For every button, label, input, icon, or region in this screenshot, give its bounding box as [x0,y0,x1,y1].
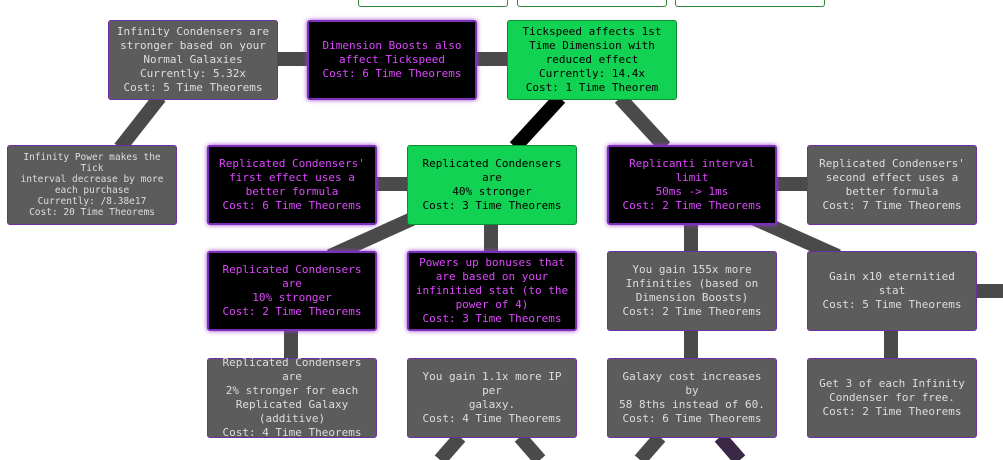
study-text-line: Time Dimension with [529,39,655,52]
study-text-line: second effect uses a [825,171,959,184]
connector [634,432,666,460]
study-text-line: Replicated Condensers are [422,157,562,184]
study-text-line: Replicated Condensers are [222,356,362,383]
study-text-line: Gain x10 eternitied stat [829,270,955,297]
study-text-line: Infinities (based on [625,277,759,290]
study-text-line: Cost: 2 Time Theorems [822,405,962,418]
study-text-line: Cost: 1 Time Theorem [525,81,659,94]
top-tab-middle[interactable] [517,0,667,7]
study-text-line: Cost: 6 Time Theorems [222,199,362,212]
connector [752,212,841,263]
connector-bought [509,93,566,152]
study-text-line: Cost: 5 Time Theorems [123,81,263,94]
study-text-line: Cost: 4 Time Theorems [422,412,562,425]
study-text-line: Cost: 2 Time Theorems [622,305,762,318]
study-text-line: Cost: 20 Time Theorems [29,207,155,218]
connector [434,432,466,460]
connector [714,432,746,460]
study-text-line: Condenser for free. [829,391,955,404]
study-text-line: Infinity Power makes the Tick [23,152,161,174]
time-study-replicated-condensers-first-effect[interactable]: Replicated Condensers'first effect uses … [207,145,377,225]
study-text-line: Currently: 5.32x [140,67,246,80]
study-text-line: Tickspeed affects 1st [522,25,662,38]
study-text-line: Dimension Boosts) [635,291,749,304]
study-text-line: You gain 155x more [632,263,752,276]
study-text-line: (additive) [258,412,326,425]
study-text-line: 2% stronger for each [225,384,359,397]
study-text-line: affect Tickspeed [339,53,445,66]
study-text-line: Currently: /8.38e17 [37,196,147,207]
study-text-line: Dimension Boosts also [322,39,462,52]
study-text-line: 50ms -> 1ms [655,185,729,198]
study-text-line: Replicated Condensers are [222,263,362,290]
study-text-line: Infinity Condensers are [116,25,270,38]
study-text-line: Cost: 6 Time Theorems [322,67,462,80]
study-text-line: infinitied stat (to the [415,284,569,297]
study-text-line: Replicated Condensers' [819,157,965,170]
study-text-line: Cost: 2 Time Theorems [222,305,362,318]
top-tab-right[interactable] [675,0,825,7]
study-text-line: Cost: 2 Time Theorems [622,199,762,212]
study-text-line: Cost: 7 Time Theorems [822,199,962,212]
study-text-line: interval decrease by more [20,174,164,185]
study-text-line: You gain 1.1x more IP per [422,370,562,397]
study-text-line: each purchase [54,185,130,196]
study-text-line: Currently: 14.4x [539,67,645,80]
study-text-line: Powers up bonuses that [419,256,565,269]
study-text-line: are based on your [435,270,549,283]
study-text-line: galaxy. [468,398,516,411]
study-text-line: Normal Galaxies [143,53,243,66]
study-text-line: Cost: 3 Time Theorems [422,312,562,325]
study-text-line: Cost: 3 Time Theorems [422,199,562,212]
time-study-replicated-condensers-second-effect[interactable]: Replicated Condensers'second effect uses… [807,145,977,225]
study-text-line: Cost: 6 Time Theorems [622,412,762,425]
study-text-line: Replicated Galaxy [235,398,349,411]
study-text-line: 40% stronger [452,185,532,198]
connector [614,93,671,152]
connector [114,92,166,153]
study-text-line: Cost: 5 Time Theorems [822,298,962,311]
study-text-line: Get 3 of each Infinity [819,377,965,390]
study-text-line: reduced effect [545,53,639,66]
study-text-line: first effect uses a [229,171,355,184]
study-text-line: 10% stronger [252,291,332,304]
study-text-line: stronger based on your [120,39,266,52]
top-tab-left[interactable] [358,0,508,7]
study-text-line: Galaxy cost increases by [622,370,762,397]
study-text-line: Replicated Condensers' [219,157,365,170]
study-text-line: better formula [845,185,939,198]
study-text-line: power of 4) [455,298,529,311]
study-text-line: better formula [245,185,339,198]
study-text-line: 58 8ths instead of 60. [619,398,765,411]
connector [327,212,415,263]
connector [514,432,546,460]
study-text-line: Replicanti interval limit [629,157,755,184]
study-text-line: Cost: 4 Time Theorems [222,426,362,439]
